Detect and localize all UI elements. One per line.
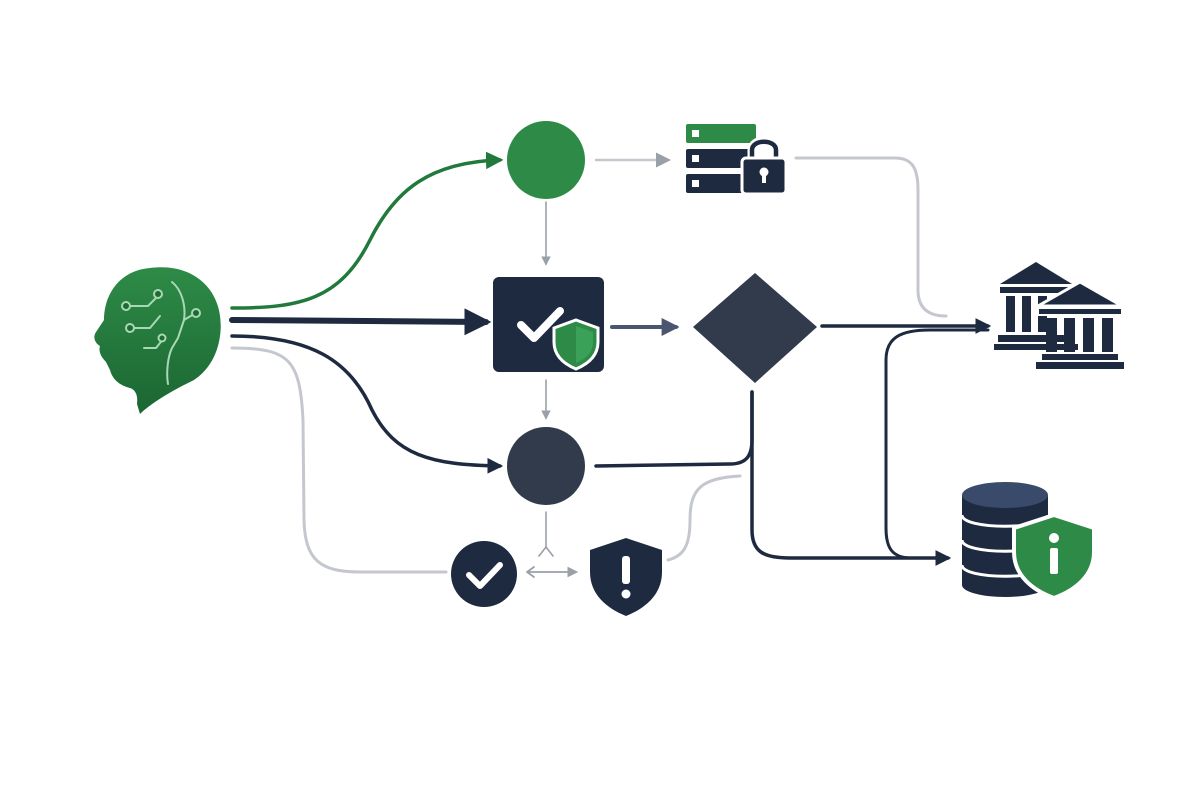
edge-head-to-check-circle	[230, 346, 448, 574]
alert-shield-icon[interactable]	[590, 538, 662, 616]
edge-head-to-green-circle	[230, 151, 504, 310]
edge-alert-to-dark-circle	[666, 474, 742, 562]
edge-dark-circle-to-alert-tip	[538, 546, 554, 557]
check-shield-icon[interactable]	[493, 277, 604, 372]
green-process-circle[interactable]	[507, 121, 585, 199]
check-circle-icon[interactable]	[451, 541, 517, 607]
ai-head-icon[interactable]	[94, 267, 221, 414]
edge-database-branch-to-banks	[884, 328, 990, 560]
edge-diamond-to-database	[750, 390, 952, 566]
edge-head-to-dark-circle	[230, 334, 504, 474]
padlock-icon	[740, 136, 788, 196]
database-shield-icon[interactable]	[960, 482, 1096, 601]
edge-dark-circle-to-diamond	[594, 390, 754, 468]
dark-process-circle[interactable]	[507, 427, 585, 505]
edges	[229, 151, 992, 578]
edge-check-to-alert-back-tip	[526, 566, 535, 578]
edge-head-to-verify-box	[229, 308, 492, 336]
server-lock-icon[interactable]	[686, 124, 788, 196]
bank-icon[interactable]	[994, 262, 1128, 369]
bank-front	[1032, 280, 1128, 369]
decision-diamond[interactable]	[693, 273, 817, 383]
edge-server-to-banks	[794, 156, 948, 318]
